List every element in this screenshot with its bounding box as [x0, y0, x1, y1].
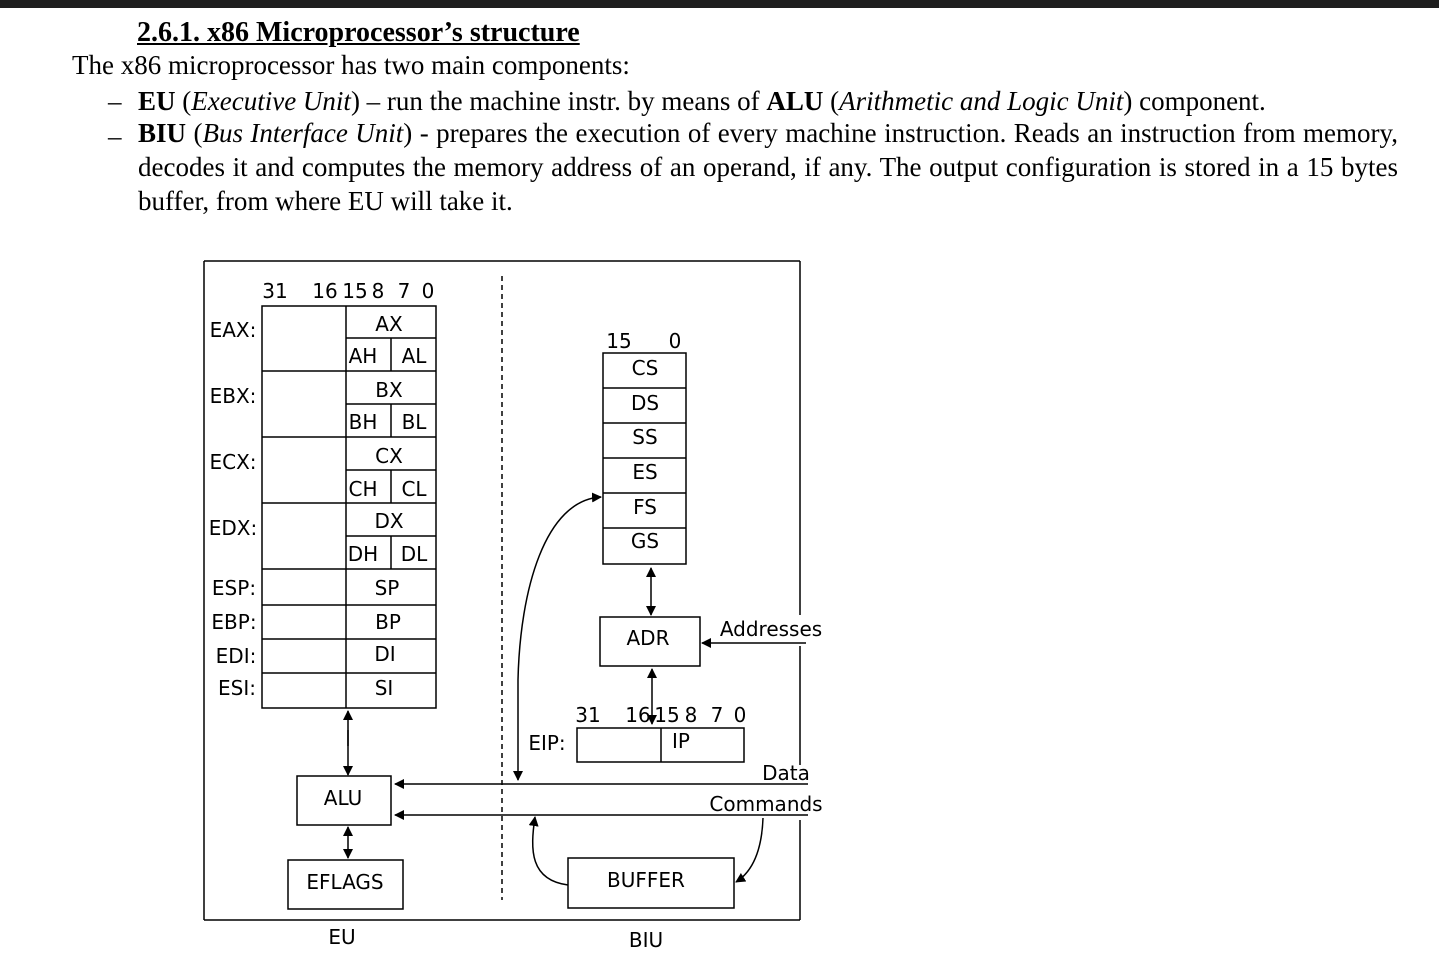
svg-text:ALU: ALU [324, 786, 362, 810]
svg-text:15: 15 [342, 279, 367, 303]
svg-text:BUFFER: BUFFER [607, 868, 685, 892]
segment-es: ES [632, 460, 657, 484]
svg-text:SP: SP [375, 576, 400, 600]
svg-text:ESI:: ESI: [218, 676, 256, 700]
svg-text:BX: BX [375, 378, 403, 402]
svg-text:EFLAGS: EFLAGS [306, 870, 383, 894]
svg-text:Commands: Commands [709, 792, 822, 816]
svg-text:15: 15 [654, 703, 679, 727]
svg-text:IP: IP [672, 729, 690, 753]
svg-text:CX: CX [375, 444, 403, 468]
buffer-input-curve [735, 817, 764, 883]
svg-text:EAX:: EAX: [210, 318, 257, 342]
segment-bit-header: 15 0 [606, 329, 681, 353]
data-bus: Data [394, 761, 810, 789]
register-esi: ESI: SI [218, 676, 393, 700]
svg-text:0: 0 [734, 703, 747, 727]
term-eu: EU [138, 86, 176, 116]
eu-label: EU [328, 925, 355, 949]
eu-bit-header: 31 16 15 8 7 0 [262, 279, 434, 303]
svg-text:AX: AX [375, 312, 403, 336]
register-edi: EDI: DI [216, 642, 396, 668]
svg-text:EBP:: EBP: [211, 610, 256, 634]
segment-ds: DS [631, 391, 659, 415]
svg-text:AH: AH [349, 344, 378, 368]
adr-box: ADR [599, 616, 701, 667]
addresses-arrow: Addresses [701, 617, 822, 648]
commands-bus: Commands [394, 792, 823, 820]
svg-text:CL: CL [401, 477, 427, 501]
bullet-text: BIU (Bus Interface Unit) - prepares the … [138, 118, 1398, 216]
alu-expansion: Arithmetic and Logic Unit [839, 86, 1124, 116]
term-alu: ALU [766, 86, 824, 116]
top-bar [0, 0, 1439, 8]
register-ebx: EBX: BX BH BL [210, 378, 428, 434]
bullet-dash: – [108, 121, 122, 151]
svg-text:ECX:: ECX: [209, 450, 256, 474]
svg-text:8: 8 [685, 703, 698, 727]
section-heading: 2.6.1. x86 Microprocessor’s structure [137, 17, 580, 48]
register-grid [261, 305, 437, 709]
diagram-frame [203, 260, 801, 921]
svg-text:CH: CH [348, 477, 377, 501]
bullet-dash: – [108, 86, 122, 116]
svg-text:16: 16 [312, 279, 337, 303]
svg-text:BL: BL [402, 410, 428, 434]
segment-cs: CS [632, 356, 659, 380]
term-biu: BIU [138, 118, 187, 148]
svg-text:7: 7 [398, 279, 411, 303]
svg-text:BP: BP [375, 610, 401, 634]
svg-text:EDI:: EDI: [216, 644, 257, 668]
segment-register-grid [602, 352, 687, 565]
svg-text:31: 31 [575, 703, 600, 727]
segment-gs: GS [631, 529, 659, 553]
svg-text:DH: DH [348, 542, 378, 566]
term-expansion: Bus Interface Unit [202, 118, 404, 148]
register-ebp: EBP: BP [211, 610, 400, 634]
svg-text:SI: SI [375, 676, 394, 700]
register-edx: EDX: DX DH DL [209, 509, 428, 566]
svg-text:ADR: ADR [627, 626, 670, 650]
svg-text:31: 31 [262, 279, 287, 303]
svg-text:EDX:: EDX: [209, 516, 257, 540]
alu-box: ALU [296, 775, 392, 826]
register-esp: ESP: SP [212, 576, 399, 600]
register-eip: EIP: IP [528, 727, 745, 763]
svg-text:DI: DI [374, 642, 395, 666]
eflags-box: EFLAGS [287, 859, 404, 910]
register-eax: EAX: AX AH AL [210, 312, 428, 368]
bullet-text: EU (Executive Unit) – run the machine in… [138, 86, 1266, 116]
intro-paragraph: The x86 microprocessor has two main comp… [72, 50, 630, 80]
svg-text:15: 15 [606, 329, 631, 353]
eip-bit-header: 31 16 15 8 7 0 [575, 703, 746, 727]
register-ecx: ECX: CX CH CL [209, 444, 427, 501]
term-description: ) – run the machine instr. by means of [350, 86, 767, 116]
svg-text:0: 0 [669, 329, 682, 353]
buffer-output-curve [528, 816, 569, 886]
term-description: ) - prepares the execution of every mach… [138, 118, 1398, 216]
svg-text:AL: AL [402, 344, 428, 368]
svg-text:8: 8 [372, 279, 385, 303]
term-expansion: Executive Unit [191, 86, 351, 116]
svg-text:EBX:: EBX: [210, 384, 257, 408]
svg-text:DL: DL [401, 542, 428, 566]
eip-segment-curve [517, 492, 602, 681]
svg-text:EIP:: EIP: [528, 731, 565, 755]
biu-label: BIU [629, 928, 663, 952]
svg-text:7: 7 [711, 703, 724, 727]
svg-text:Addresses: Addresses [720, 617, 822, 641]
segment-fs: FS [633, 495, 657, 519]
segment-ss: SS [632, 425, 657, 449]
svg-text:0: 0 [422, 279, 435, 303]
svg-text:DX: DX [374, 509, 403, 533]
svg-text:Data: Data [762, 761, 810, 785]
buffer-box: BUFFER [567, 857, 735, 909]
svg-text:ESP:: ESP: [212, 576, 256, 600]
svg-text:BH: BH [349, 410, 378, 434]
svg-text:16: 16 [625, 703, 650, 727]
